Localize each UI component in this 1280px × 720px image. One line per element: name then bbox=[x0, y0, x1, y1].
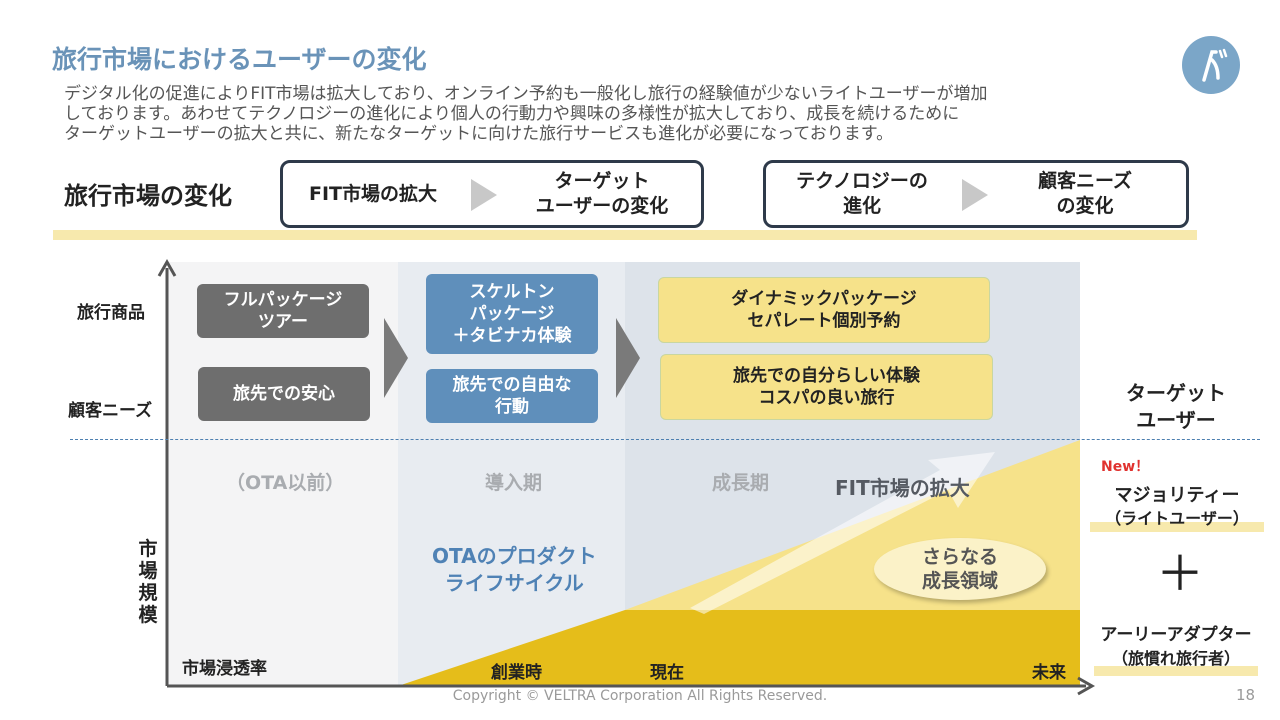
target-title-line: ターゲット bbox=[1126, 381, 1226, 405]
needs-box-safety: 旅先での安心 bbox=[198, 367, 370, 421]
box-line: ダイナミックパッケージ bbox=[731, 289, 917, 309]
section-underline bbox=[53, 230, 1197, 240]
box-line: パッケージ bbox=[469, 304, 555, 324]
early-sub-text: （旅慣れ旅行者） bbox=[1111, 649, 1240, 668]
box-line: ＋タビナカ体験 bbox=[452, 326, 572, 346]
fit-expansion-pill: FIT市場の拡大 ターゲット ユーザーの変化 bbox=[280, 160, 704, 228]
pill-from-line: テクノロジーの bbox=[796, 170, 928, 192]
timeline-founding: 創業時 bbox=[491, 663, 542, 683]
copyright: Copyright © VELTRA Corporation All Right… bbox=[452, 688, 828, 704]
new-badge: New！ bbox=[1101, 459, 1150, 475]
intro-line: しております。あわせてテクノロジーの進化により個人の行動力や興味の多様性が拡大し… bbox=[64, 104, 960, 124]
y-axis-label: 市 場 規 模 bbox=[136, 538, 160, 626]
timeline-future: 未来 bbox=[1032, 663, 1066, 683]
early-text: アーリーアダプター bbox=[1100, 625, 1252, 645]
y-axis-char: 規 bbox=[138, 582, 158, 604]
technology-pill: テクノロジーの 進化 顧客ニーズ の変化 bbox=[763, 160, 1189, 228]
pill-to-line: 顧客ニーズ bbox=[1037, 170, 1133, 192]
pill-to-line: ターゲット bbox=[554, 170, 650, 192]
pill-to-text: 顧客ニーズ の変化 bbox=[1002, 169, 1168, 219]
y-axis-arrow-icon bbox=[157, 258, 177, 277]
target-title-line: ユーザー bbox=[1136, 408, 1216, 432]
box-line: セパレート個別予約 bbox=[747, 311, 901, 331]
early-adopter-label: アーリーアダプター （旅慣れ旅行者） bbox=[1090, 624, 1262, 670]
row-divider bbox=[70, 439, 1260, 440]
timeline-now: 現在 bbox=[650, 663, 684, 683]
target-user-title: ターゲット ユーザー bbox=[1112, 380, 1240, 434]
arrow-right-icon bbox=[471, 179, 497, 211]
y-axis-char: 市 bbox=[138, 538, 158, 560]
y-axis-char: 模 bbox=[138, 604, 158, 626]
arrow-right-icon bbox=[962, 179, 988, 211]
plus-icon: ＋ bbox=[1156, 546, 1205, 602]
page-number: 18 bbox=[1236, 686, 1256, 704]
pill-to-line: ユーザーの変化 bbox=[535, 195, 669, 217]
intro-line: デジタル化の促進によりFIT市場は拡大しており、オンライン予約も一般化し旅行の経… bbox=[64, 84, 988, 104]
early-adopter-underline bbox=[1094, 666, 1258, 676]
phase-label-pre-ota: （OTA以前） bbox=[226, 472, 345, 494]
row-label-product: 旅行商品 bbox=[77, 303, 145, 323]
page-title: 旅行市場におけるユーザーの変化 bbox=[52, 45, 427, 74]
box-line: スケルトン bbox=[469, 282, 555, 302]
ota-lifecycle-line: ライフサイクル bbox=[444, 571, 584, 595]
y-axis-char: 場 bbox=[138, 560, 158, 582]
growth-arrow-icon bbox=[690, 452, 995, 614]
box-line: 旅先での安心 bbox=[233, 384, 335, 404]
phase-label-growth: 成長期 bbox=[712, 472, 770, 494]
box-line: ツアー bbox=[258, 312, 308, 332]
needs-box-own-experience: 旅先での自分らしい体験 コスパの良い旅行 bbox=[660, 354, 993, 420]
phase-label-introduction: 導入期 bbox=[485, 472, 543, 494]
bubble-line: さらなる bbox=[921, 546, 998, 568]
needs-box-freedom: 旅先での自由な 行動 bbox=[426, 369, 598, 423]
intro-line: ターゲットユーザーの拡大と共に、新たなターゲットに向けた旅行サービスも進化が必要… bbox=[64, 124, 894, 144]
majority-sub-text: （ライトユーザー） bbox=[1105, 509, 1249, 528]
row-label-needs: 顧客ニーズ bbox=[68, 401, 153, 421]
box-line: フルパッケージ bbox=[223, 290, 343, 310]
further-growth-bubble: さらなる 成長領域 bbox=[874, 538, 1046, 600]
pill-from-text: テクノロジーの 進化 bbox=[782, 169, 942, 219]
penetration-area bbox=[398, 610, 1080, 686]
pill-to-line: の変化 bbox=[1056, 195, 1114, 217]
box-line: 行動 bbox=[495, 397, 529, 417]
box-line: 旅先での自由な bbox=[452, 375, 572, 395]
pill-to-text: ターゲット ユーザーの変化 bbox=[519, 169, 685, 219]
product-box-full-package: フルパッケージ ツアー bbox=[197, 284, 369, 338]
penetration-label: 市場浸透率 bbox=[182, 659, 267, 679]
market-change-label: 旅行市場の変化 bbox=[64, 182, 232, 210]
box-line: 旅先での自分らしい体験 bbox=[733, 366, 920, 386]
ota-lifecycle-label: OTAのプロダクト ライフサイクル bbox=[432, 543, 597, 597]
intro-text: デジタル化の促進によりFIT市場は拡大しており、オンライン予約も一般化し旅行の経… bbox=[64, 84, 1164, 144]
phase-arrow-icon bbox=[384, 318, 408, 398]
pill-from-line: 進化 bbox=[842, 195, 881, 217]
x-axis-arrow-icon bbox=[1077, 676, 1096, 696]
bubble-line: 成長領域 bbox=[921, 570, 998, 592]
majority-text: マジョリティー bbox=[1114, 485, 1240, 506]
phase-arrow-icon bbox=[616, 318, 640, 398]
ota-lifecycle-line: OTAのプロダクト bbox=[432, 544, 597, 568]
product-box-dynamic-package: ダイナミックパッケージ セパレート個別予約 bbox=[658, 277, 990, 343]
veltra-logo-icon bbox=[1182, 36, 1240, 94]
product-box-skeleton: スケルトン パッケージ ＋タビナカ体験 bbox=[426, 274, 598, 354]
majority-underline bbox=[1090, 522, 1264, 532]
pill-from-text: FIT市場の拡大 bbox=[309, 183, 438, 205]
majority-label: マジョリティー （ライトユーザー） bbox=[1090, 484, 1264, 530]
fit-growth-label: FIT市場の拡大 bbox=[835, 476, 970, 500]
box-line: コスパの良い旅行 bbox=[758, 388, 895, 408]
